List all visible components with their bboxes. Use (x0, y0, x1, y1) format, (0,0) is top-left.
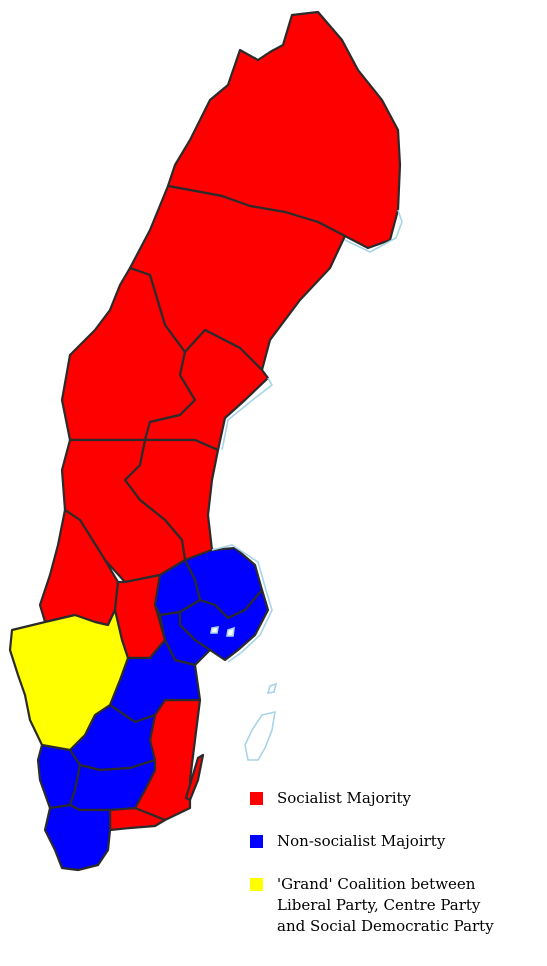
legend-label-grand-coalition: 'Grand' Coalition between Liberal Party,… (277, 875, 494, 935)
region-skane (43, 803, 112, 872)
legend-item-grand-coalition: 'Grand' Coalition between Liberal Party,… (250, 874, 540, 937)
legend-swatch-non-socialist (250, 835, 263, 848)
legend-swatch-grand-coalition (250, 878, 263, 891)
island-small-2 (226, 626, 235, 637)
legend-item-non-socialist: Non-socialist Majoirty (250, 831, 540, 852)
island-oland (184, 753, 205, 802)
region-kronoberg (68, 758, 157, 812)
legend-label-socialist: Socialist Majority (277, 789, 411, 807)
legend-item-socialist: Socialist Majority (250, 788, 540, 809)
coastline (211, 209, 403, 663)
map-legend: Socialist Majority Non-socialist Majoirt… (250, 788, 540, 959)
legend-swatch-socialist (250, 792, 263, 805)
legend-label-non-socialist: Non-socialist Majoirty (277, 832, 446, 850)
island-small-3 (210, 626, 219, 634)
island-small-1 (266, 682, 278, 694)
island-gotland (244, 710, 276, 761)
region-vastra-gotaland (8, 608, 130, 752)
